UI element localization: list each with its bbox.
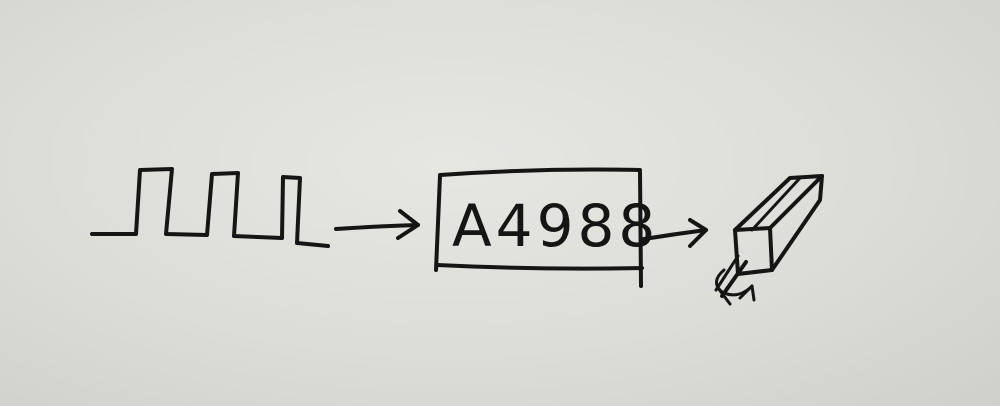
stepper-motor-icon	[714, 174, 824, 306]
arrow-driver-to-motor	[642, 218, 708, 248]
driver-label: A4988	[452, 192, 659, 260]
driver-box: A4988	[434, 167, 659, 288]
arrow-signal-to-driver	[334, 209, 420, 240]
square-wave-signal-icon	[90, 167, 330, 248]
